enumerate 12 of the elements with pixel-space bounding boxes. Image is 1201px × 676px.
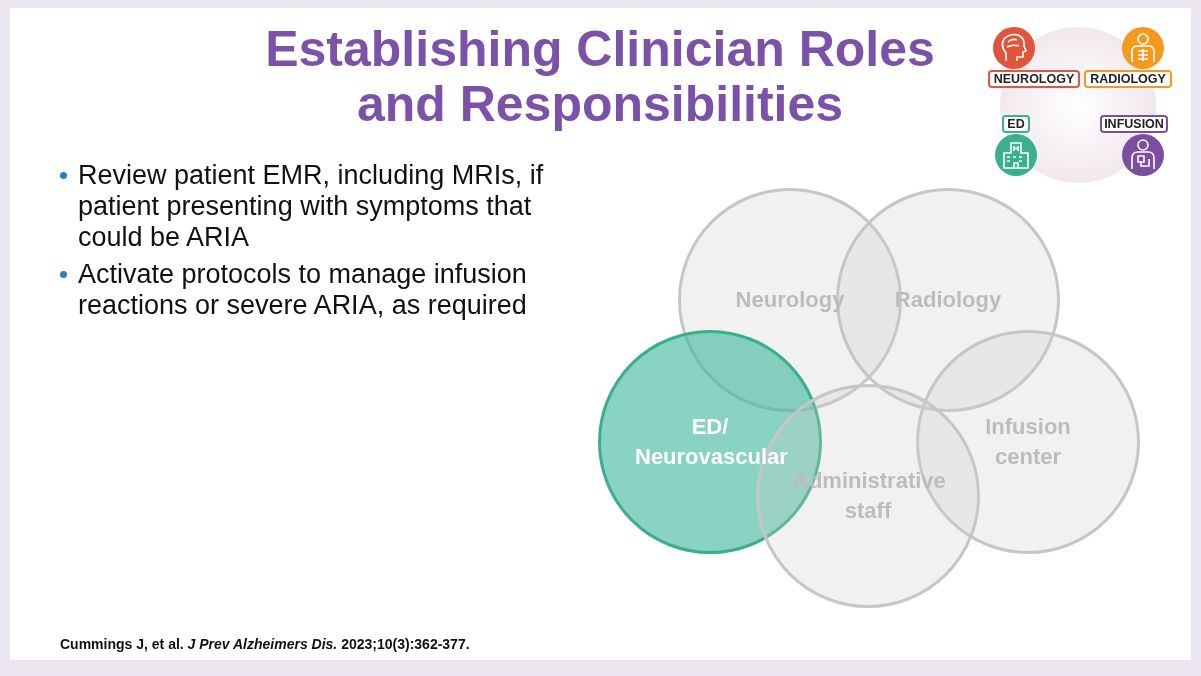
slide-title: Establishing Clinician Roles and Responsibilities (264, 22, 936, 132)
bullet-text: Review patient EMR, including MRIs, if patient presenting with symptoms that could be ARIA (58, 160, 583, 253)
role-tag (1002, 115, 1030, 133)
tag-label: NEUROLOGY (993, 72, 1075, 86)
role-tag (988, 70, 1080, 88)
tag-label: ED (1007, 117, 1025, 131)
citation: Cummings J, et al. J Prev Alzheimers Dis. 2023;10(3):362-377. (60, 636, 470, 652)
tag-label: INFUSION (1104, 117, 1164, 131)
role-tag (1100, 115, 1168, 133)
tag-label: RADIOLOGY (1090, 72, 1166, 86)
role-tag (1084, 70, 1172, 88)
bullet-text: Activate protocols to manage infusion reactions or severe ARIA, as required (58, 259, 583, 321)
